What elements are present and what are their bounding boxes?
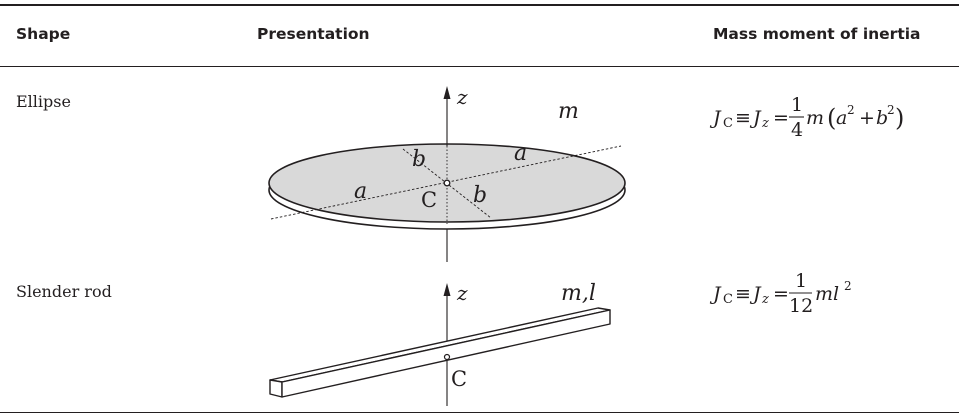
ellipse-z-label: z: [456, 85, 468, 109]
formula-ellipse: J C ≡ J z = 1 4 m ( a 2 + b 2 ): [709, 94, 904, 141]
f2-frac-num: 1: [795, 270, 807, 292]
rod-z-label: z: [456, 281, 468, 305]
f2-J: J: [709, 283, 722, 305]
f1-equiv: ≡: [735, 107, 751, 129]
ellipse-a-label-left: a: [354, 179, 367, 204]
rod-z-axis-arrowhead: [443, 283, 451, 296]
f1-b: b: [876, 107, 888, 129]
f1-eq: =: [773, 107, 789, 129]
formula-rod: J C ≡ J z = 1 12 ml 2: [709, 270, 852, 317]
ellipse-z-axis-arrowhead: [443, 86, 451, 99]
rod-mass-length-label: m,l: [561, 281, 596, 306]
ellipse-a-label-right: a: [514, 141, 527, 166]
f1-paren-close: ): [895, 104, 904, 132]
ellipse-figure: z m b a a b C: [268, 85, 626, 262]
header-presentation: Presentation: [257, 25, 370, 43]
table-bottom-rule: [0, 412, 959, 413]
f2-sq: 2: [844, 279, 852, 293]
f1-a: a: [836, 107, 847, 129]
f2-eq: =: [773, 283, 789, 305]
f1-sq1: 2: [847, 103, 855, 117]
f1-m: m: [806, 107, 824, 129]
f1-J2: J: [749, 107, 762, 129]
header-mass-moment-of-inertia: Mass moment of inertia: [713, 25, 921, 43]
f1-frac-num: 1: [791, 94, 803, 116]
ellipse-mass-label: m: [558, 99, 579, 124]
rod-end-face: [269, 379, 283, 398]
f2-frac-den: 12: [789, 295, 813, 317]
rod-center-point: [443, 353, 451, 361]
f1-paren-open: (: [827, 104, 836, 132]
ellipse-b-label-upper: b: [412, 147, 426, 172]
rod-figure: z m,l C: [269, 281, 611, 406]
f2-ml: ml: [815, 283, 839, 305]
f2-sub-C: C: [723, 292, 733, 307]
header-shape: Shape: [16, 25, 71, 43]
f1-sub-C: C: [723, 116, 733, 131]
f2-equiv: ≡: [735, 283, 751, 305]
f1-frac-den: 4: [791, 119, 803, 141]
ellipse-center-label: C: [421, 188, 437, 212]
ellipse-b-label-lower: b: [473, 183, 487, 208]
f1-plus: +: [859, 107, 875, 129]
shape-name-ellipse: Ellipse: [16, 92, 71, 111]
table-header-rule: [0, 66, 959, 67]
ellipse-center-point: [443, 179, 451, 187]
f2-J2: J: [749, 283, 762, 305]
ellipse-major-axis: [270, 145, 622, 220]
rod-side-face: [281, 309, 611, 398]
f1-sq2: 2: [887, 103, 895, 117]
table-top-rule: [0, 4, 959, 6]
rod-center-label: C: [451, 367, 467, 391]
f1-J: J: [709, 107, 722, 129]
rod-top-face: [269, 307, 611, 383]
shape-name-slender-rod: Slender rod: [16, 282, 112, 301]
f2-sub-z: z: [761, 292, 769, 307]
f1-sub-z: z: [761, 116, 769, 131]
